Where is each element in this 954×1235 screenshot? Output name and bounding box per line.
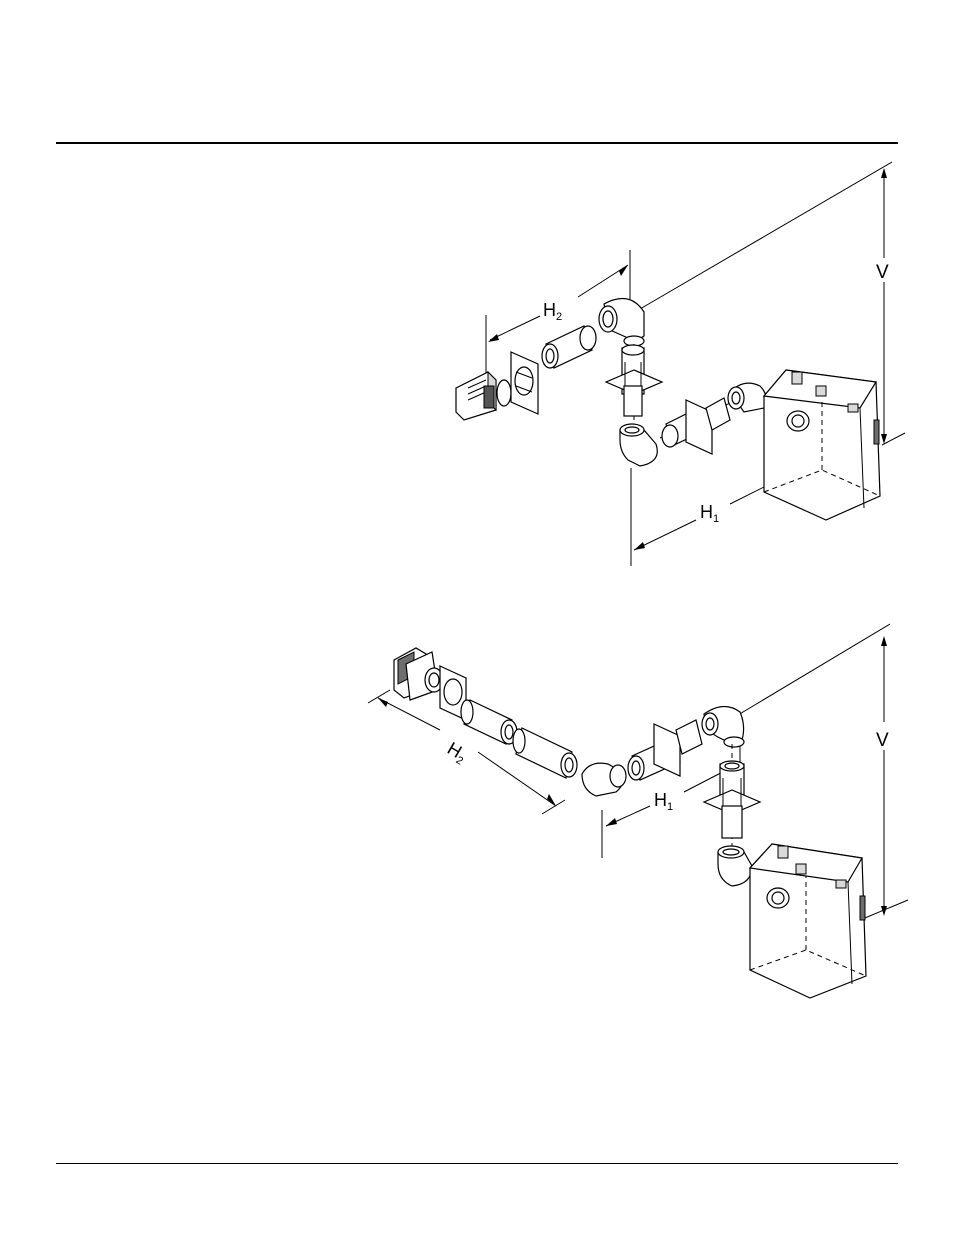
lower-figure: V H2 H1 <box>368 624 908 998</box>
elbow-corner-lower <box>582 763 626 796</box>
vertical-pipe-upper <box>606 344 662 420</box>
vent-cap-lower <box>394 648 443 700</box>
vertical-pipe-lower <box>704 744 760 846</box>
fireplace-appliance-upper <box>764 370 880 520</box>
vent-pipe-upper <box>542 326 596 368</box>
vent-pipe-2-lower <box>513 728 577 778</box>
label-h2-upper: H2 <box>543 300 562 323</box>
label-v-lower: V <box>876 730 889 751</box>
elbow-bottom-lower <box>718 846 752 886</box>
upper-figure: V H2 H1 <box>456 162 905 566</box>
label-h2-lower: H2 <box>443 738 471 767</box>
horizontal-pipe-upper <box>660 398 740 454</box>
elbow-top-lower <box>702 706 744 747</box>
elbow-appliance-upper <box>728 383 766 412</box>
label-h1-lower: H1 <box>654 790 673 813</box>
fireplace-appliance-lower <box>750 844 866 998</box>
label-v-upper: V <box>876 262 889 283</box>
vent-cap-upper <box>456 372 511 420</box>
label-h1-upper: H1 <box>700 502 719 525</box>
wall-plate-upper <box>511 352 538 414</box>
elbow-bottom-upper <box>620 424 657 466</box>
vent-pipe-1-lower <box>461 700 517 744</box>
horizontal-pipe-lower <box>628 720 702 780</box>
elbow-top-upper <box>599 299 644 346</box>
